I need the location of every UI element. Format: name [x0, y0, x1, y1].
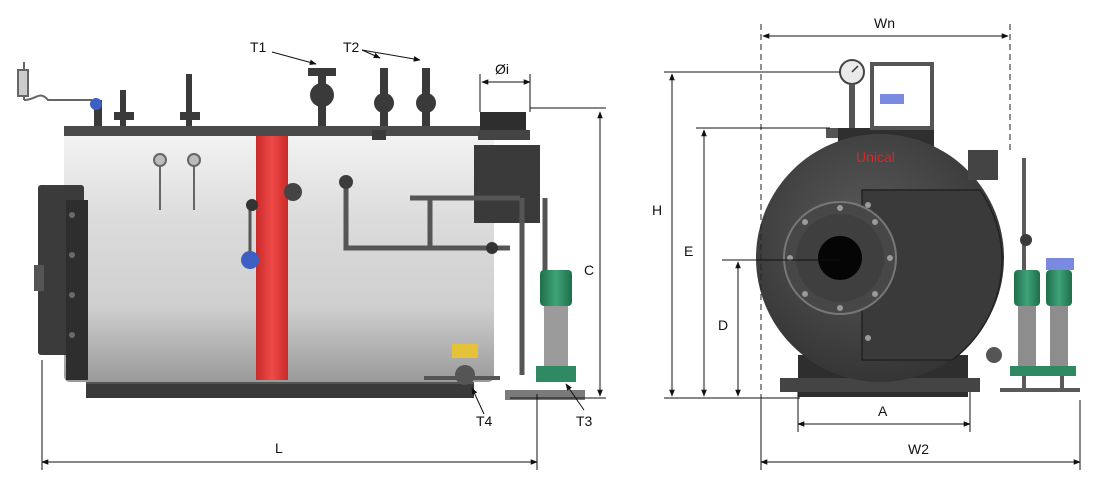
- pressure-gauge: [839, 59, 934, 130]
- label-c: C: [584, 262, 594, 278]
- top-fittings: [94, 68, 436, 140]
- label-e: E: [684, 243, 693, 259]
- label-oi: Øi: [495, 61, 509, 77]
- feed-pump: [505, 270, 585, 400]
- blue-valve-icon: [241, 251, 259, 269]
- label-t4: T4: [476, 413, 493, 429]
- label-wn: Wn: [874, 15, 895, 31]
- level-gauges: [153, 153, 201, 210]
- sight-glass: [17, 62, 92, 101]
- label-l: L: [275, 440, 283, 456]
- brand-logo: Unical: [856, 149, 895, 165]
- label-h: H: [652, 202, 662, 218]
- label-t3: T3: [576, 413, 593, 429]
- t4-fitting: [424, 344, 500, 385]
- red-band: [256, 136, 288, 380]
- label-w2: W2: [908, 441, 929, 457]
- front-pumps: [1010, 270, 1076, 376]
- burner-door: [861, 189, 1003, 361]
- base-skid: [86, 380, 474, 398]
- side-view: T1 T2 Øi C L T4 T3: [17, 39, 606, 470]
- label-t2: T2: [343, 39, 360, 55]
- smoke-box: [474, 145, 540, 223]
- valve-on-band: [241, 183, 302, 269]
- front-view: Unical: [652, 15, 1081, 470]
- label-d: D: [718, 317, 728, 333]
- label-t1: T1: [250, 39, 267, 55]
- burner-opening: [818, 236, 862, 280]
- label-a: A: [878, 403, 888, 419]
